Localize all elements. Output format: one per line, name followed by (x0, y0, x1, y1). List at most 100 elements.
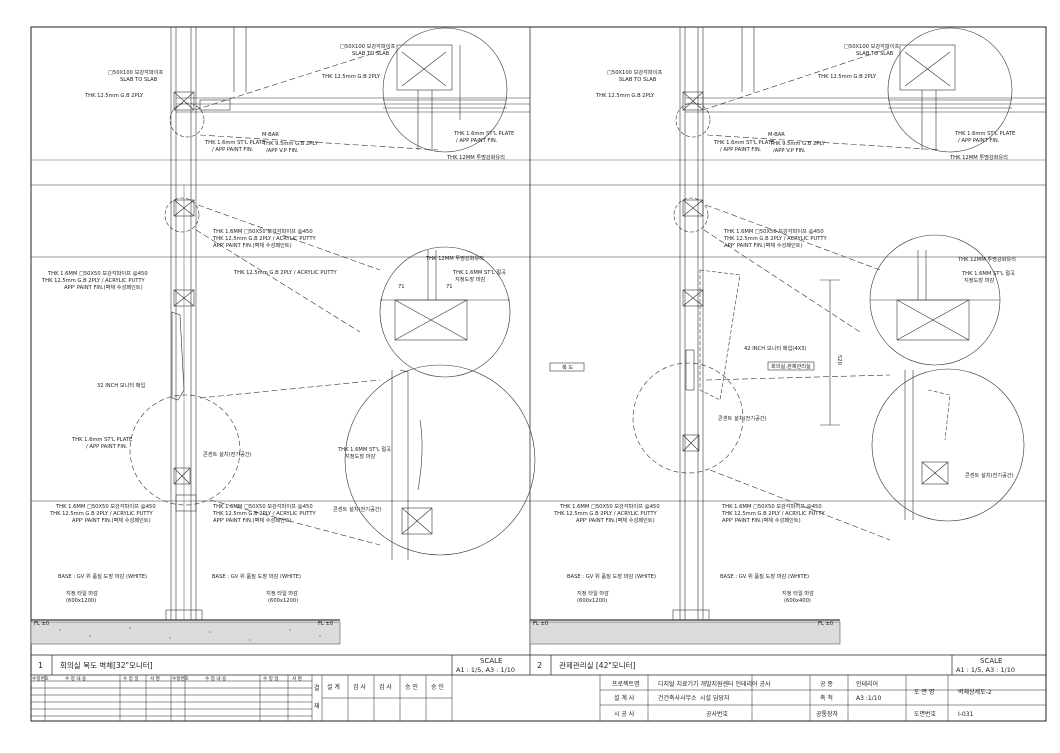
label-anchor2: SLAB TO SLAB (120, 77, 158, 83)
label-r-frame16: THK 1.6MM ST'L 절곡 (961, 269, 1015, 277)
title-scale-label-1: SCALE (480, 657, 502, 665)
label-r-gb2ply: THK 12.5mm G.B 2PLY (595, 93, 655, 99)
label-gb95: THK 9.5mm G.B 2PLY (262, 141, 319, 147)
label-r-pipeL3: APP' PAINT FIN.(벽체 수성페인트) (576, 516, 655, 524)
label-r-pipe1b-d: THK 12.5mm G.B 2PLY / ACRYLIC PUTTY (721, 511, 826, 517)
label-frame16: THK 1.6MM ST'L 절곡 (452, 268, 506, 276)
label-pipe1b-d: THK 12.5mm G.B 2PLY / ACRYLIC PUTTY (212, 511, 317, 517)
label-outlet: 콘센트 설치(전기공간) (203, 450, 252, 458)
label-pipe1: THK 1.6MM □50X50 보강각파이프 @450 (212, 227, 313, 235)
label-plate-a: THK 1.6mm ST'L PLATE (204, 140, 265, 146)
approval-1: 검 사 (353, 683, 366, 691)
label-anchor1b: □50X100 보강각파이프 (340, 42, 395, 50)
label-mbar: M-BAR (262, 132, 279, 138)
label-plate-a2-c: / APP PAINT FIN. (456, 138, 498, 144)
label-pipe1c-d: APP' PAINT FIN.(벽체 수성페인트) (213, 516, 292, 524)
titleblock-grid (599, 675, 1046, 721)
label-pipeL2b: THK 12.5mm G.B 2PLY / ACRYLIC PUTTY (49, 511, 154, 517)
rev-h7: 서 명 (292, 675, 302, 682)
label-r-gb2ply-b: THK 12.5mm G.B 2PLY (817, 74, 877, 80)
label-tile-r2: (600x1200) (268, 598, 298, 604)
label-base-r: BASE : GV 위 품질 도장 마감 (WHITE) (212, 572, 301, 580)
label-r-pipeL2: THK 12.5mm G.B 2PLY / ACRYLIC PUTTY (553, 511, 658, 517)
label-monitor32: 32 INCH 모니터 매입 (97, 381, 146, 389)
label-gbacryl: THK 12.5mm G.B 2PLY / ACRYLIC PUTTY (233, 270, 338, 276)
label-r-anchor2b: SLAB TO SLAB (856, 51, 894, 57)
tb-number-label: 도면번호 (914, 710, 937, 718)
approval-side-0: 결 (314, 684, 320, 692)
approval-0: 설 계 (327, 683, 340, 691)
label-r-tile-l: 지정 타일 마감 (577, 589, 609, 597)
label-pipeL3b: APP' PAINT FIN.(벽체 수성페인트) (72, 516, 151, 524)
label-monitor42: 42 INCH 모니터 매입(4X3) (744, 344, 807, 352)
rev-h6: 수 정 일 (263, 675, 279, 682)
revision-headers: 수정번호 수 정 내 용 수 정 일 서 명 수정번호 수 정 내 용 수 정 … (32, 675, 302, 682)
label-pipe1-d: THK 1.6MM □50X50 보강각파이프 @450 (212, 502, 313, 510)
approval-labels: 결 재 설 계 검 사 검 사 승 인 승 인 (314, 683, 444, 710)
label-r-glass-c: THK 12MM 투명강화유리 (949, 153, 1008, 161)
rev-h5: 수 정 내 용 (205, 675, 226, 682)
label-pipeL2: THK 12.5mm G.B 2PLY / ACRYLIC PUTTY (41, 278, 146, 284)
label-glass-c: THK 12MM 투명강화유리 (446, 153, 505, 161)
left-floor-hatch (59, 627, 321, 641)
tb-drawing-label: 도 면 명 (914, 688, 934, 696)
label-plate-a-c: THK 1.6mm ST'L PLATE (453, 131, 514, 137)
label-r-plate-c2: / APP PAINT FIN. (958, 138, 1000, 144)
label-tile-l2: (600x1200) (66, 598, 96, 604)
label-pipe1c: APP' PAINT FIN.(벽체 수성페인트) (213, 241, 292, 249)
label-outlet-c: 콘센트 설치(전기공간) (333, 505, 382, 513)
label-r-pipeL1: THK 1.6MM □50X50 보강각파이프 @450 (559, 502, 660, 510)
left-detail (30, 27, 536, 645)
title-name-1: 회의실 복도 벽체[32"모니터] (60, 660, 153, 670)
label-anchor1: □50X100 보강각파이프 (108, 68, 163, 76)
label-dim71b: 71 (446, 284, 453, 290)
label-dim71a: 71 (398, 284, 405, 290)
label-r-plate-a: THK 1.6mm ST'L PLATE (713, 140, 774, 146)
label-pipeL1b: THK 1.6MM □50X50 보강각파이프 @450 (55, 502, 156, 510)
label-appvp: /APP V.P FIN. (266, 148, 299, 154)
label-pipe1b: THK 12.5mm G.B 2PLY / ACRYLIC PUTTY (212, 236, 317, 242)
label-r-pipe1b: THK 12.5mm G.B 2PLY / ACRYLIC PUTTY (723, 236, 828, 242)
label-tile-r: 지정 타일 마감 (266, 589, 298, 597)
label-r-fl-l: FL ±0 (533, 621, 548, 627)
rev-h1: 수 정 내 용 (65, 675, 86, 682)
label-r-pipe1c: APP' PAINT FIN.(벽체 수성페인트) (724, 241, 803, 249)
label-pipeL3: APP' PAINT FIN.(벽체 수성페인트) (64, 283, 143, 291)
title-num-2: 2 (537, 661, 542, 670)
label-glass-d: THK 12MM 투명강화유리 (425, 254, 484, 262)
label-frame16-c: THK 1.6MM ST'L 절곡 (337, 445, 391, 453)
sheet-border (30, 26, 1047, 722)
label-r-anchor1b: □50X100 보강각파이프 (844, 42, 899, 50)
tb-scale: A3 :1/10 (856, 695, 882, 702)
label-r-frame16b: 지정도장 마감 (964, 276, 995, 284)
title-name-2: 관제관리실 [42"모니터] (559, 660, 636, 670)
approval-side-1: 재 (314, 702, 320, 710)
label-r-pipe1: THK 1.6MM □50X50 보강각파이프 @450 (723, 227, 824, 235)
label-dim520: 520 (836, 355, 842, 365)
label-r-outlet-c: 콘센트 설치(전기공간) (965, 471, 1014, 479)
tb-drafter-label: 시설 담당자 (700, 694, 730, 702)
label-room: 회의실,관제관리실 (771, 362, 811, 370)
label-r-mbar: M-BAR (768, 132, 785, 138)
label-r-anchor1: □50X100 보강각파이프 (607, 68, 662, 76)
label-r-pipe1c-d: APP' PAINT FIN.(벽체 수성페인트) (722, 516, 801, 524)
label-r-plate-c: THK 1.6mm ST'L PLATE (954, 131, 1015, 137)
label-r-glass-d: THK 12MM 투명강화유리 (957, 255, 1016, 263)
label-plate-a2: / APP PAINT FIN. (212, 147, 254, 153)
label-plate-b2: / APP PAINT FIN. (86, 444, 128, 450)
title-bars (31, 654, 1046, 676)
label-tile-l: 지정 타일 마감 (66, 589, 98, 597)
tb-project-label: 프로젝트명 (612, 680, 640, 688)
label-r-anchor2: SLAB TO SLAB (619, 77, 657, 83)
label-r-fl-r: FL ±0 (818, 621, 833, 627)
title-scale-2: A1 : 1/5, A3 : 1/10 (956, 666, 1015, 674)
approval-4: 승 인 (431, 684, 444, 691)
label-r-plate-a2: / APP PAINT FIN. (720, 147, 762, 153)
right-labels: □50X100 보강각파이프 SLAB TO SLAB THK 12.5mm G… (533, 42, 1016, 627)
tb-contractor-label: 공사번호 (706, 710, 729, 718)
approval-2: 검 사 (379, 683, 392, 691)
left-labels: □50X100 보강각파이프 SLAB TO SLAB THK 12.5mm G… (34, 42, 514, 627)
tb-number: I-031 (958, 711, 974, 718)
rev-h3: 서 명 (150, 675, 160, 682)
